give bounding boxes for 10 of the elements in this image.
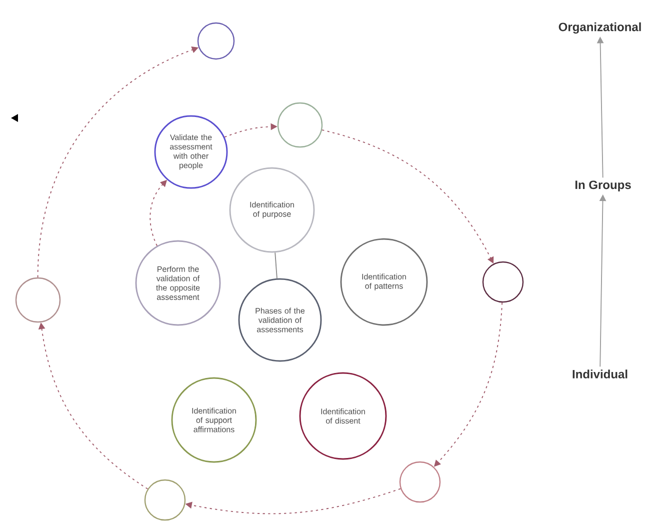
level-label: Individual [572,370,628,378]
empty-circle [144,479,186,521]
level-label: In Groups [575,180,631,192]
empty-circle [482,261,524,303]
connector-line [274,252,278,279]
level-label: Organizational [558,22,641,34]
empty-circle [277,102,323,148]
empty-circle [197,22,235,60]
empty-circle [15,277,61,323]
empty-circle [399,461,441,503]
